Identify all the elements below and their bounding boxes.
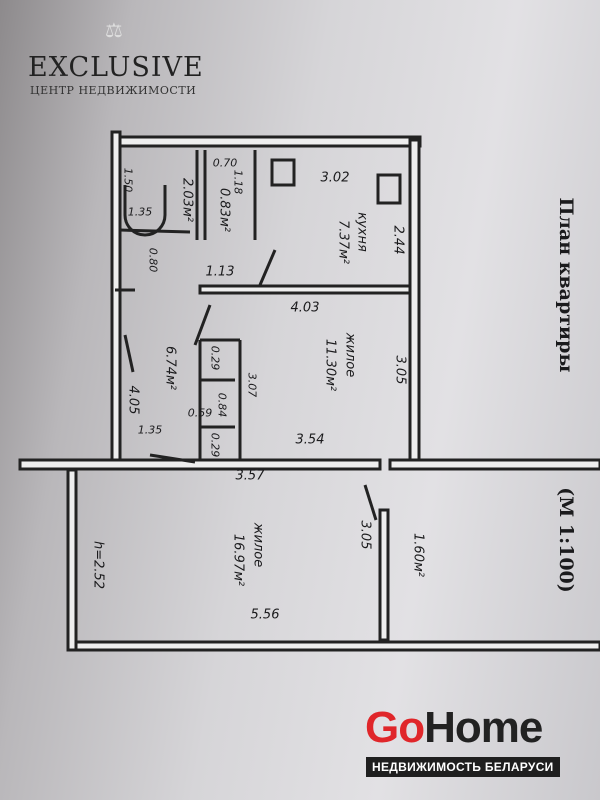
ceiling-height: h=2.52 — [90, 540, 106, 590]
living2-area: 16.97м² — [230, 533, 246, 587]
dim-label: 0.29 — [208, 432, 222, 458]
gohome-subtitle: НЕДВИЖИМОСТЬ БЕЛАРУСИ — [366, 757, 560, 777]
dim-label: 1.35 — [137, 423, 163, 437]
dim-label: 5.56 — [250, 607, 280, 623]
dim-label: 3.57 — [235, 468, 265, 484]
dim-label: 0.70 — [212, 156, 238, 170]
hall-area: 6.74м² — [162, 346, 178, 390]
living1-area: 11.30м² — [322, 338, 338, 392]
watermark-brand: EXCLUSIVE — [28, 52, 204, 83]
dim-label: 1.18 — [231, 169, 245, 195]
plan-scale: (М 1:100) — [555, 487, 577, 593]
kitchen-area: 7.37м² — [335, 220, 351, 264]
gohome-go: Go — [365, 703, 425, 752]
plan-title: План квартиры — [555, 197, 577, 373]
dim-label: 3.02 — [320, 170, 350, 186]
gohome-logo: GoHome — [365, 703, 543, 753]
balcony-area: 1.60м² — [410, 533, 426, 577]
dim-label: 0.80 — [146, 247, 160, 273]
kitchen-name: кухня — [354, 212, 370, 252]
dim-label: 0.84 — [215, 392, 229, 418]
dim-label: 1.35 — [127, 205, 153, 219]
dim-label: 0.59 — [187, 406, 213, 420]
dim-label: 3.05 — [392, 355, 408, 385]
scales-icon: ⚖ — [105, 18, 123, 42]
bath-area: 2.03м² — [179, 178, 195, 222]
dim-label: 4.05 — [125, 385, 141, 415]
dim-label: 0.29 — [208, 345, 222, 371]
dim-label: 3.05 — [357, 520, 373, 550]
dim-label: 4.03 — [290, 300, 320, 316]
living1-name: жилое — [342, 332, 358, 378]
watermark-subtitle: ЦЕНТР НЕДВИЖИМОСТИ — [30, 84, 197, 97]
wc-area: 0.83м² — [216, 188, 232, 232]
living2-name: жилое — [250, 522, 266, 568]
dim-label: 1.50 — [121, 167, 135, 193]
dim-label: 1.13 — [205, 264, 235, 280]
gohome-home: Home — [424, 703, 543, 752]
dim-label: 3.54 — [295, 432, 325, 448]
dim-label: 2.44 — [390, 225, 406, 255]
dim-label: 3.07 — [245, 372, 259, 398]
